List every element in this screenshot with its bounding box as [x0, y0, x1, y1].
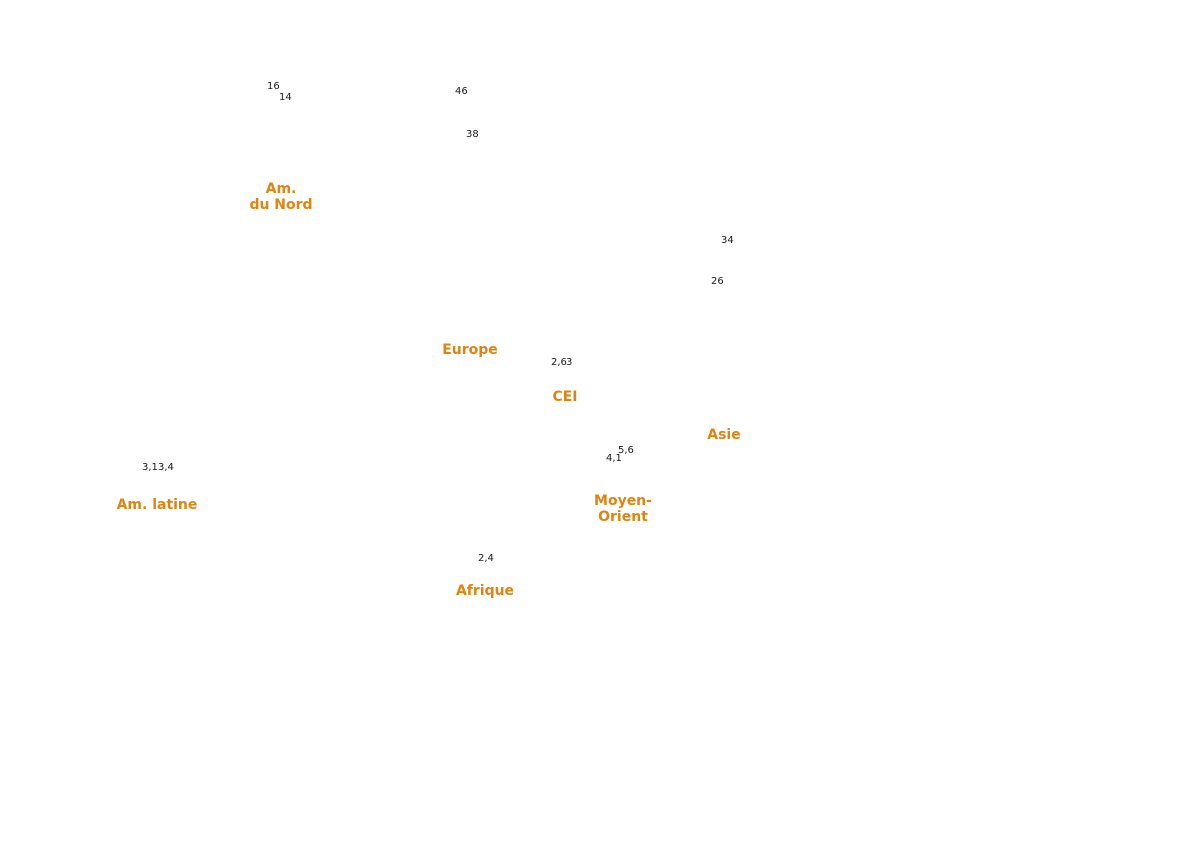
- region-label-cis: CEI: [535, 389, 595, 405]
- value-europe-1: 46: [455, 86, 468, 97]
- region-label-africa: Afrique: [445, 583, 525, 599]
- value-asia-2: 26: [711, 276, 724, 287]
- value-cis-2: 3: [566, 357, 573, 368]
- value-latin-america-1: 3,1: [142, 462, 158, 473]
- value-north-america-2: 14: [279, 92, 292, 103]
- region-label-line: Am. latine: [116, 497, 198, 513]
- region-label-line: Am.: [265, 181, 297, 197]
- value-middle-east-1: 4,1: [606, 453, 622, 464]
- value-africa-1: 2,4: [478, 553, 494, 564]
- value-asia-1: 34: [721, 235, 734, 246]
- region-label-line: Moyen-: [594, 493, 652, 509]
- region-label-line: CEI: [552, 389, 578, 405]
- region-label-north-america: Am. du Nord: [236, 181, 326, 213]
- region-label-middle-east: Moyen- Orient: [583, 493, 663, 525]
- region-label-asia: Asie: [694, 427, 754, 443]
- value-north-america-1: 16: [267, 81, 280, 92]
- value-latin-america-2: 3,4: [158, 462, 174, 473]
- region-label-europe: Europe: [430, 342, 510, 358]
- region-label-line: Asie: [707, 427, 741, 443]
- value-cis-1: 2,6: [551, 357, 567, 368]
- value-middle-east-2: 5,6: [618, 445, 634, 456]
- region-label-line: Afrique: [455, 583, 515, 599]
- region-label-line: Orient: [598, 509, 648, 525]
- region-label-line: Europe: [442, 342, 498, 358]
- value-europe-2: 38: [466, 129, 479, 140]
- region-label-latin-america: Am. latine: [107, 497, 207, 513]
- region-label-line: du Nord: [249, 197, 313, 213]
